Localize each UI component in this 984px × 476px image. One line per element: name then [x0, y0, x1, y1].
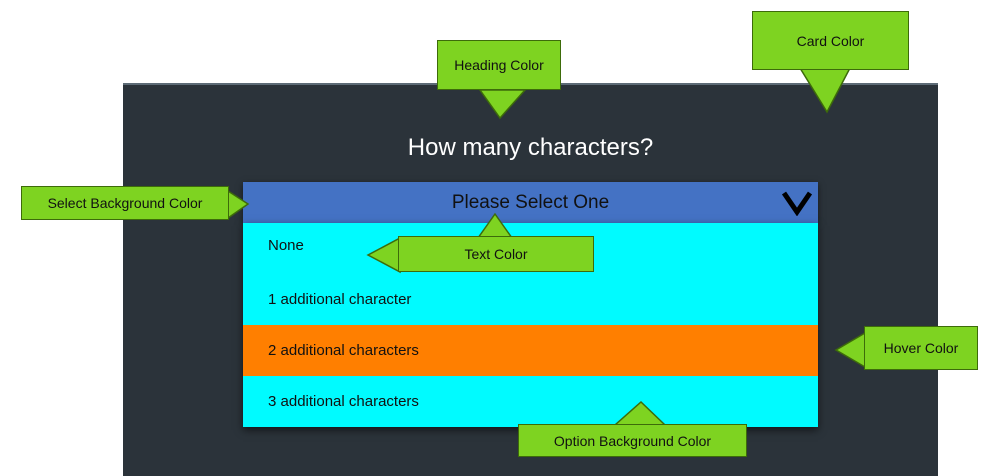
option-label: None: [268, 237, 304, 254]
chevron-down-icon: [782, 191, 812, 216]
select-background-color-label: Select Background Color: [21, 186, 229, 220]
option-background-color-label: Option Background Color: [518, 424, 747, 457]
character-count-select[interactable]: Please Select One: [243, 182, 818, 223]
card-heading: How many characters?: [407, 134, 654, 161]
option-2-additional-characters[interactable]: 2 additional characters: [243, 325, 818, 376]
hover-color-label: Hover Color: [864, 326, 978, 370]
heading-color-label: Heading Color: [437, 40, 561, 90]
option-3-additional-characters[interactable]: 3 additional characters: [243, 376, 818, 427]
option-1-additional-character[interactable]: 1 additional character: [243, 274, 818, 325]
option-label: 3 additional characters: [268, 393, 419, 410]
text-color-label: Text Color: [398, 236, 594, 272]
select-label: Please Select One: [451, 192, 610, 213]
card-color-label: Card Color: [752, 11, 909, 70]
option-label: 2 additional characters: [268, 342, 419, 359]
option-label: 1 additional character: [268, 291, 412, 308]
